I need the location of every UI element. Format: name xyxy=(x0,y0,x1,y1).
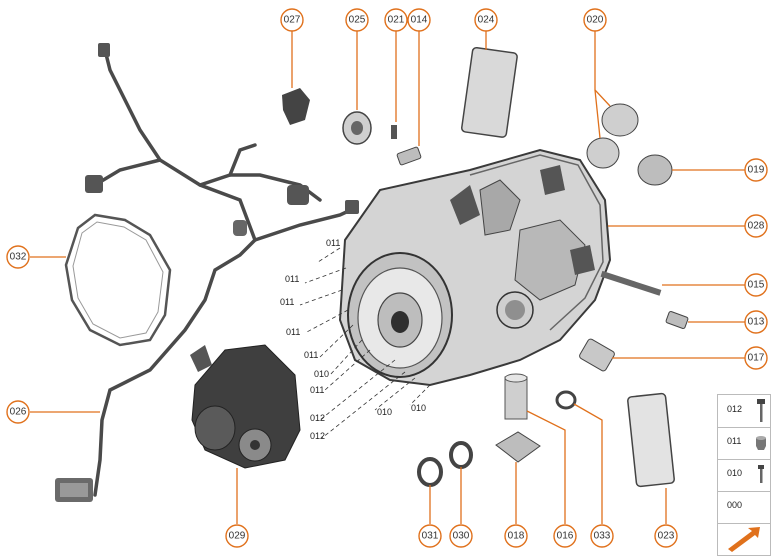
legend-row: 012 xyxy=(718,395,770,428)
screw-label: 011 xyxy=(326,238,340,248)
screw-label: 011 xyxy=(286,327,300,337)
seal-031 xyxy=(417,457,443,487)
bolt-long-icon xyxy=(757,399,765,422)
svg-text:028: 028 xyxy=(748,221,765,232)
callout-030: 030 xyxy=(449,524,473,548)
callout-026: 026 xyxy=(6,400,30,424)
sensor-027 xyxy=(282,88,310,125)
wiring-harness-026 xyxy=(93,48,357,497)
svg-text:029: 029 xyxy=(229,531,246,542)
svg-text:019: 019 xyxy=(748,165,765,176)
legend-code: 011 xyxy=(727,436,742,446)
callout-015: 015 xyxy=(744,273,768,297)
legend-row: 010 xyxy=(718,459,770,492)
legend-row: 000 xyxy=(718,491,770,524)
sleeve-016 xyxy=(504,376,528,420)
connector-icon xyxy=(98,43,110,57)
filter-017 xyxy=(579,338,615,372)
plug-014 xyxy=(396,146,422,166)
screw-label: 011 xyxy=(304,350,318,360)
shaft-015 xyxy=(600,270,662,296)
svg-text:020: 020 xyxy=(587,15,604,26)
direction-arrow-icon xyxy=(728,527,760,552)
svg-text:025: 025 xyxy=(349,15,366,26)
svg-text:033: 033 xyxy=(594,531,611,542)
callout-019: 019 xyxy=(744,158,768,182)
cover-019 xyxy=(637,154,673,186)
screw-label: 010 xyxy=(411,403,426,413)
cover-020-b xyxy=(586,137,620,169)
screw-label: 011 xyxy=(310,385,324,395)
bolt-short-icon xyxy=(758,465,764,483)
callout-020: 020 xyxy=(583,8,607,32)
plug-013 xyxy=(665,311,689,329)
svg-text:026: 026 xyxy=(10,407,27,418)
svg-text:015: 015 xyxy=(748,280,765,291)
callout-016: 016 xyxy=(553,524,577,548)
legend-code: 010 xyxy=(727,468,743,478)
callout-018: 018 xyxy=(504,524,528,548)
screw-label: 011 xyxy=(285,274,299,284)
fastener-legend: 012 011 010 000 xyxy=(717,394,771,556)
svg-text:027: 027 xyxy=(284,15,301,26)
legend-code: 012 xyxy=(727,404,743,414)
screw-label: 011 xyxy=(280,297,294,307)
connector-icon xyxy=(287,185,309,205)
svg-text:023: 023 xyxy=(658,531,675,542)
pump-assembly-029 xyxy=(190,344,301,469)
callout-014: 014 xyxy=(407,8,431,32)
callout-029: 029 xyxy=(225,524,249,548)
nut-icon xyxy=(756,436,766,450)
callout-021: 021 xyxy=(384,8,408,32)
seal-033 xyxy=(555,390,577,410)
svg-text:016: 016 xyxy=(557,531,574,542)
connector-icon xyxy=(233,220,247,236)
svg-text:018: 018 xyxy=(508,531,525,542)
svg-text:024: 024 xyxy=(478,15,495,26)
legend-row: 011 xyxy=(718,427,770,460)
callout-017: 017 xyxy=(744,346,768,370)
callout-032: 032 xyxy=(6,245,30,269)
svg-text:031: 031 xyxy=(422,531,439,542)
callout-027: 027 xyxy=(280,8,304,32)
callout-031: 031 xyxy=(418,524,442,548)
plate-018 xyxy=(495,431,541,463)
connector-icon xyxy=(85,175,103,193)
transmission-housing xyxy=(338,148,612,387)
oil-cooler-023 xyxy=(627,392,675,488)
svg-text:014: 014 xyxy=(411,15,428,26)
seal-030 xyxy=(449,441,473,469)
callout-025: 025 xyxy=(345,8,369,32)
callout-023: 023 xyxy=(654,524,678,548)
callout-013: 013 xyxy=(744,310,768,334)
svg-text:021: 021 xyxy=(388,15,405,26)
callout-033: 033 xyxy=(590,524,614,548)
screw-label: 010 xyxy=(377,407,392,417)
pin-021 xyxy=(391,125,397,139)
svg-text:032: 032 xyxy=(10,252,27,263)
svg-text:013: 013 xyxy=(748,317,765,328)
gasket-032 xyxy=(64,213,172,347)
cover-020-a xyxy=(601,103,639,137)
legend-code: 000 xyxy=(727,500,743,510)
screw-label: 012 xyxy=(310,431,325,441)
callout-024: 024 xyxy=(474,8,498,32)
heat-exchanger-024 xyxy=(461,46,518,138)
screw-label: 012 xyxy=(310,413,325,423)
connector-icon xyxy=(345,200,359,214)
svg-text:017: 017 xyxy=(748,353,765,364)
svg-text:030: 030 xyxy=(453,531,470,542)
screw-label: 010 xyxy=(314,369,329,379)
callout-028: 028 xyxy=(744,214,768,238)
